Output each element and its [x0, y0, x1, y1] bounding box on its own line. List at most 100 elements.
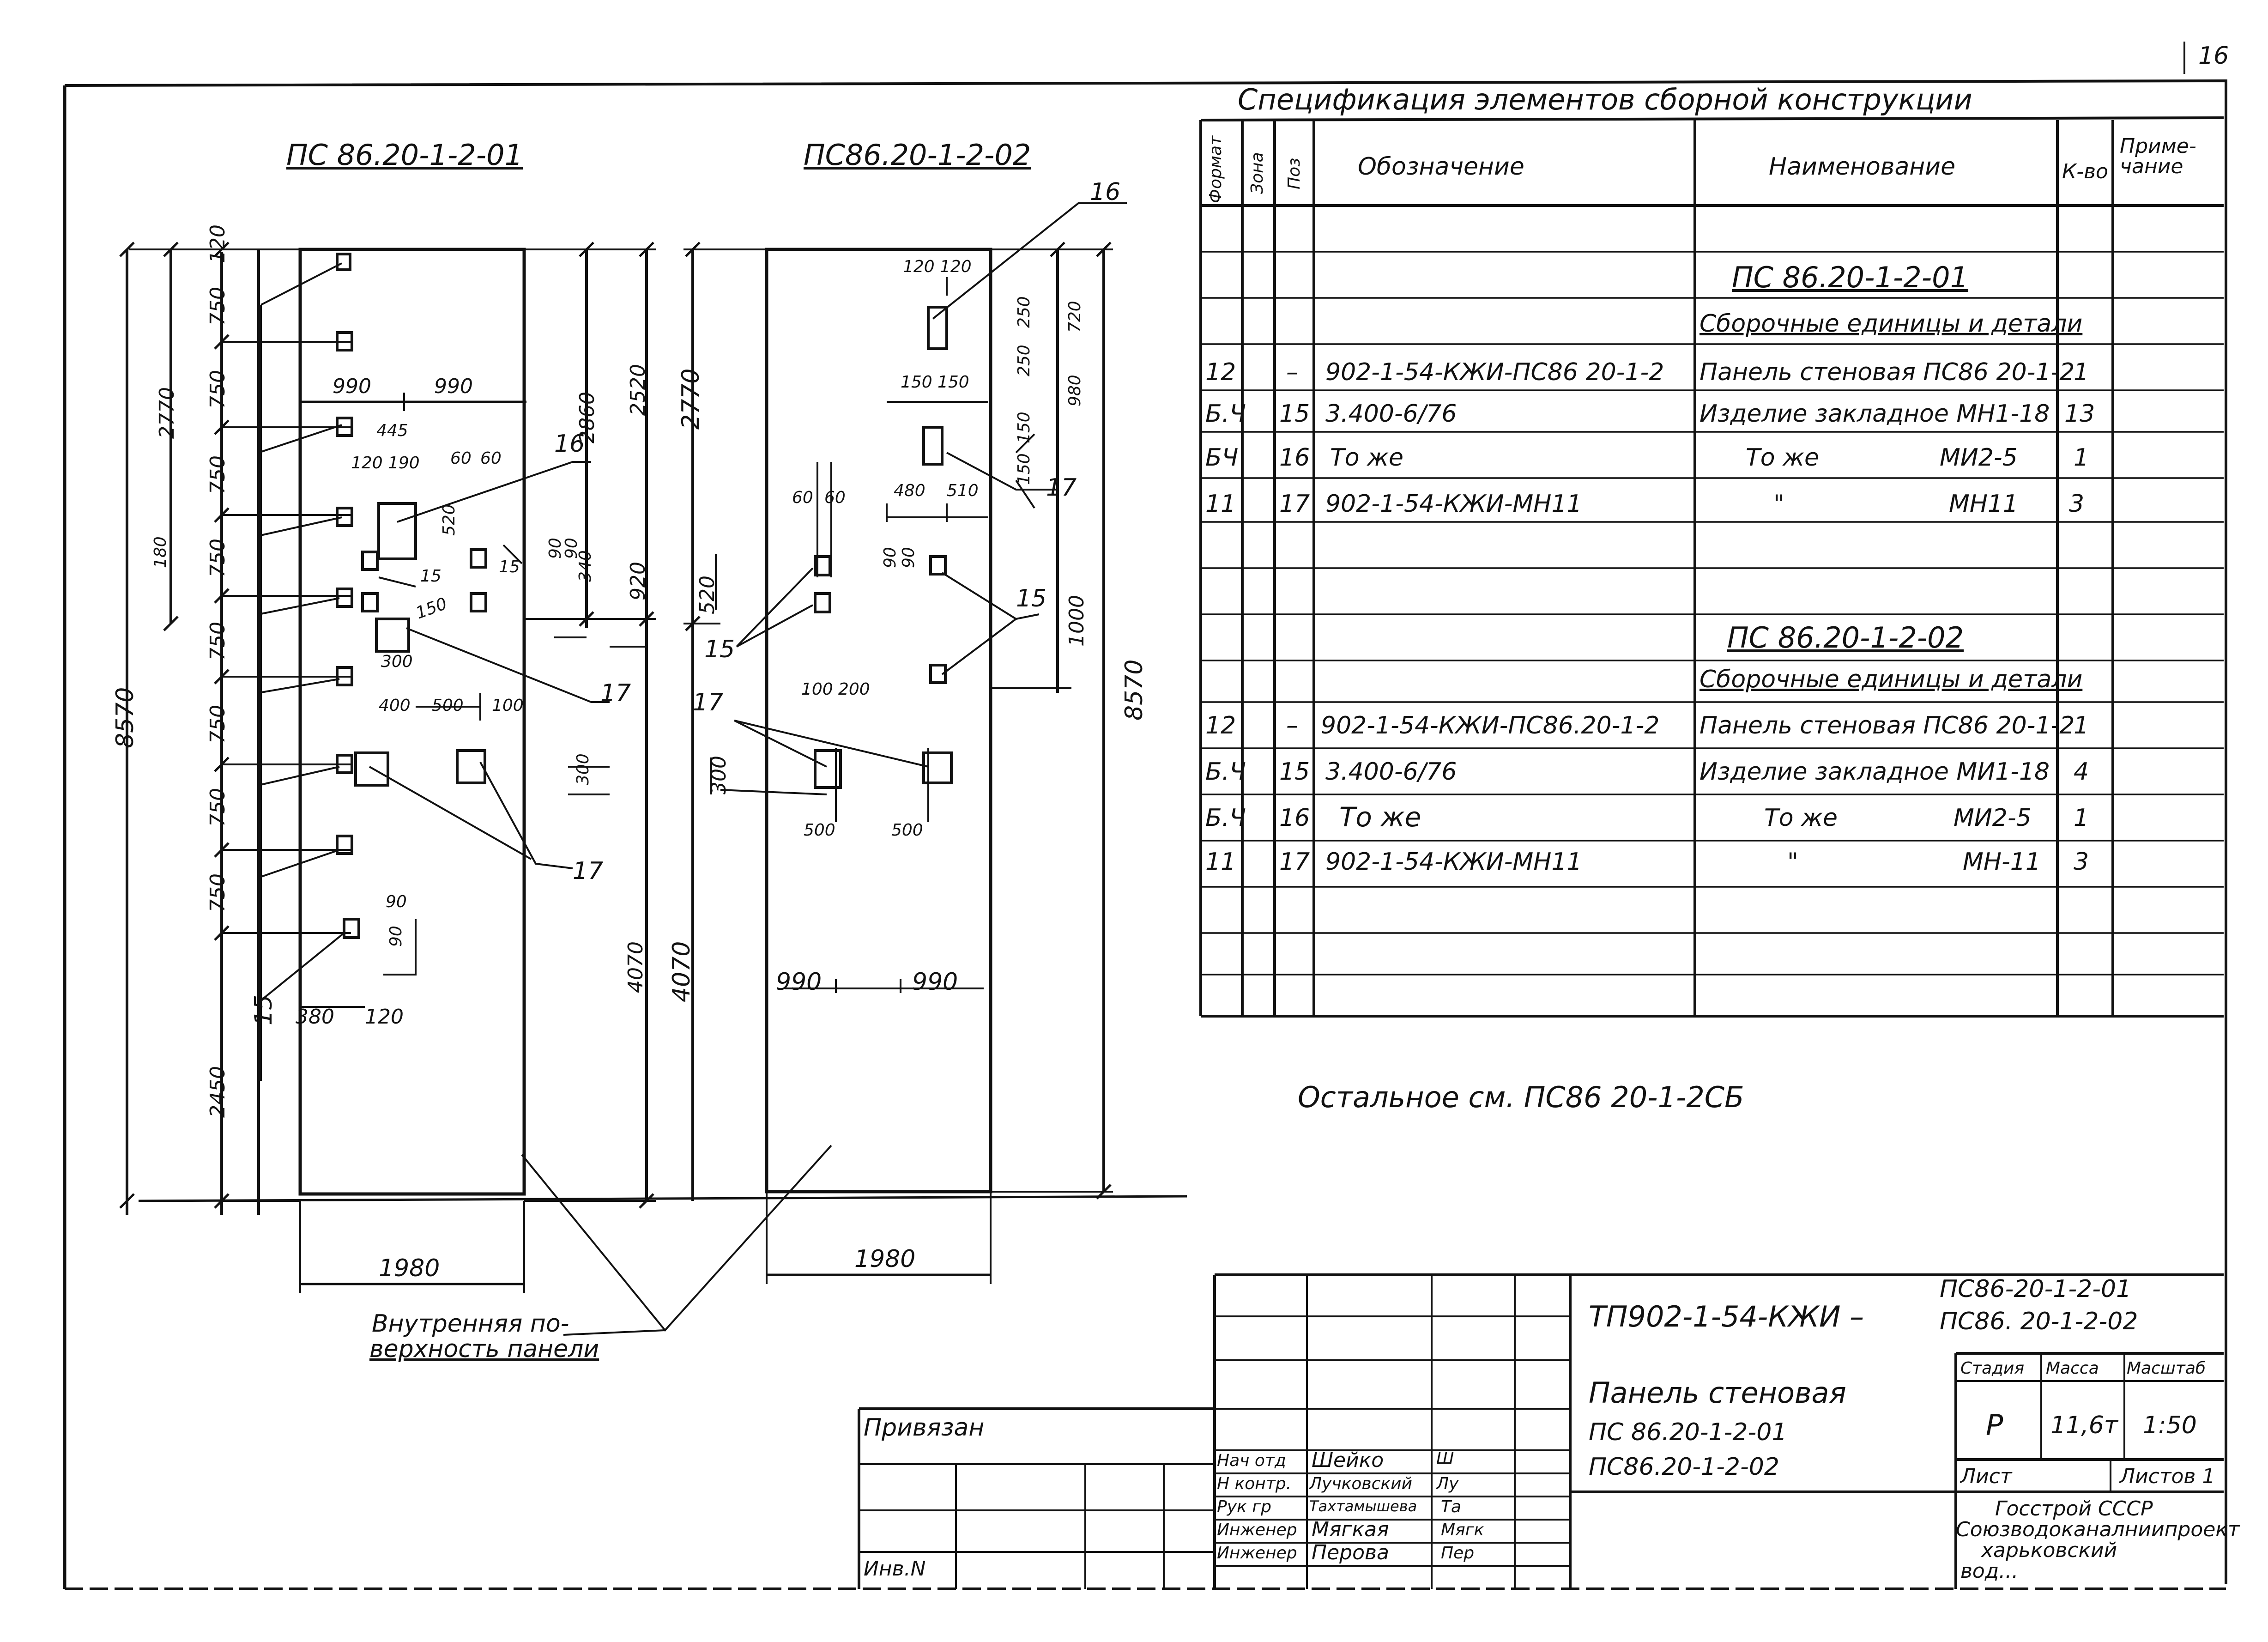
- spec-header-name: Наименование: [1769, 153, 1956, 181]
- left-dim-180: 180: [151, 536, 170, 568]
- left-dim-90d: 90: [387, 926, 405, 947]
- spec-cell-name: ": [1787, 848, 1798, 876]
- left-dim-bottom: 1980: [379, 1254, 440, 1282]
- spec-cell-name: Панель стеновая ПС86 20-1-2: [1699, 358, 2075, 386]
- left-dim-right-2: 2520: [626, 364, 650, 416]
- left-callout-15c: 15: [250, 994, 278, 1025]
- title-stage-label: Стадия: [1960, 1359, 2025, 1378]
- signer-sign-5: Пер: [1441, 1544, 1475, 1563]
- spec-cell-name: Панель стеновая ПС86 20-1-2: [1699, 712, 2075, 739]
- spec-cell-name: Изделие закладное МН1-18: [1699, 400, 2050, 428]
- left-callout-17b: 17: [573, 857, 604, 885]
- right-callout-15b: 15: [704, 636, 735, 663]
- spec-cell-qty: 1: [2074, 804, 2089, 832]
- left-dim-total: 8570: [111, 687, 139, 748]
- right-dim-90a: 90: [881, 547, 900, 568]
- left-dim-top-1: 990: [333, 375, 371, 398]
- left-dim-380: 380: [296, 1005, 334, 1029]
- title-doc-code-right-1: ПС86-20-1-2-01: [1940, 1275, 2132, 1303]
- left-callout-16: 16: [554, 430, 585, 458]
- right-dim-720: 720: [1065, 301, 1084, 333]
- right-dim-100: 100: [801, 680, 833, 699]
- title-org-4: вод...: [1960, 1559, 2019, 1583]
- left-dim-750-1: 750: [206, 287, 230, 326]
- spec-cell-qty: 3: [2069, 490, 2085, 518]
- signer-sign-1: Ш: [1436, 1449, 1454, 1468]
- spec-cell-mark: МН11: [1949, 490, 2019, 518]
- right-drawing-title: ПС86.20-1-2-02: [804, 138, 1031, 172]
- title-sheets-label: Листов 1: [2120, 1465, 2215, 1488]
- title-name-2: ПС 86.20-1-2-01: [1589, 1418, 1787, 1446]
- spec-header-code: Обозначение: [1358, 153, 1524, 181]
- right-dim-150c: 150: [1015, 412, 1034, 443]
- spec-cell-qty: 1: [2074, 444, 2089, 472]
- spec-cell-name: То же: [1746, 444, 1819, 472]
- left-dim-400: 400: [379, 696, 411, 715]
- title-mass-label: Масса: [2046, 1359, 2099, 1378]
- title-org-2: Союзводоканалниипроект: [1956, 1518, 2240, 1541]
- right-dim-8570: 8570: [1120, 659, 1148, 721]
- right-callout-17a: 17: [1046, 474, 1077, 502]
- right-dim-990a: 990: [776, 968, 822, 996]
- right-callout-16: 16: [1090, 178, 1121, 206]
- title-name-1: Панель стеновая: [1589, 1376, 1846, 1410]
- right-dim-2770: 2770: [677, 368, 705, 430]
- title-bound-label: Привязан: [864, 1414, 985, 1442]
- spec-cell-qty: 4: [2074, 758, 2089, 786]
- spec-cell-format: 12: [1205, 358, 1236, 386]
- spec-header-zone: Зона: [1248, 152, 1267, 194]
- right-dim-150d: 150: [1015, 453, 1034, 485]
- signer-name-1: Шейко: [1312, 1448, 1384, 1472]
- spec-group1-subtitle: Сборочные единицы и детали: [1699, 310, 2083, 338]
- signer-name-3: Тахтамышева: [1309, 1497, 1417, 1515]
- title-doc-code-right-2: ПС86. 20-1-2-02: [1940, 1308, 2138, 1335]
- left-dim-90c: 90: [386, 892, 407, 911]
- left-drawing-title: ПС 86.20-1-2-01: [286, 138, 523, 172]
- spec-cell-qty: 1: [2074, 358, 2089, 386]
- left-callout-15b: 15: [420, 567, 442, 586]
- signer-name-2: Лучковский: [1309, 1474, 1412, 1493]
- right-dim-120b: 120: [940, 257, 972, 276]
- title-mass: 11,6т: [2050, 1412, 2118, 1439]
- left-dim-2450: 2450: [206, 1066, 230, 1118]
- left-dim-300: 300: [381, 652, 413, 671]
- left-dim-120b: 120: [351, 454, 383, 473]
- title-stage: Р: [1986, 1408, 2003, 1442]
- spec-header-format: Формат: [1206, 135, 1225, 203]
- spec-cell-qty: 13: [2064, 400, 2095, 428]
- right-dim-500b: 500: [891, 821, 923, 840]
- inner-surface-note-1: Внутренняя по-: [372, 1310, 569, 1338]
- title-scale: 1:50: [2143, 1412, 2197, 1439]
- spec-cell-format: Б.Ч: [1205, 758, 1246, 786]
- signer-name-5: Перова: [1312, 1541, 1389, 1564]
- title-org-1: Госстрой СССР: [1995, 1497, 2153, 1521]
- title-sheet-label: Лист: [1960, 1465, 2012, 1488]
- right-dim-500a: 500: [804, 821, 835, 840]
- left-callout-17a: 17: [600, 679, 631, 707]
- left-dim-120: 120: [206, 224, 230, 263]
- spec-cell-mark: МИ2-5: [1940, 444, 2018, 472]
- left-dim-right-4: 4070: [624, 941, 647, 993]
- left-dim-60a: 60: [450, 449, 472, 468]
- spec-cell-mark: МН-11: [1963, 848, 2041, 876]
- right-dim-990b: 990: [912, 968, 958, 996]
- spec-cell-format: Б.Ч: [1205, 804, 1246, 832]
- spec-cell-format: Б.Ч: [1205, 400, 1246, 428]
- spec-cell-format: 11: [1205, 848, 1236, 876]
- left-dim-190: 190: [388, 454, 420, 473]
- left-dim-750-5: 750: [206, 622, 230, 660]
- right-dim-60b: 60: [824, 488, 846, 507]
- left-dim-750-2: 750: [206, 370, 230, 409]
- inner-surface-note-2: верхность панели: [369, 1335, 599, 1363]
- signer-role-4: Инженер: [1217, 1521, 1297, 1539]
- spec-title: Спецификация элементов сборной конструкц…: [1238, 83, 1972, 116]
- left-dim-300b: 300: [574, 753, 593, 785]
- spec-cell-pos: –: [1286, 358, 1298, 386]
- right-dim-250a: 250: [1015, 296, 1034, 328]
- spec-cell-code: То же: [1339, 801, 1421, 833]
- left-dim-445: 445: [376, 421, 408, 440]
- spec-cell-pos: 16: [1279, 444, 1310, 472]
- spec-cell-code: 3.400-6/76: [1325, 758, 1457, 786]
- left-dim-750-4: 750: [206, 539, 230, 577]
